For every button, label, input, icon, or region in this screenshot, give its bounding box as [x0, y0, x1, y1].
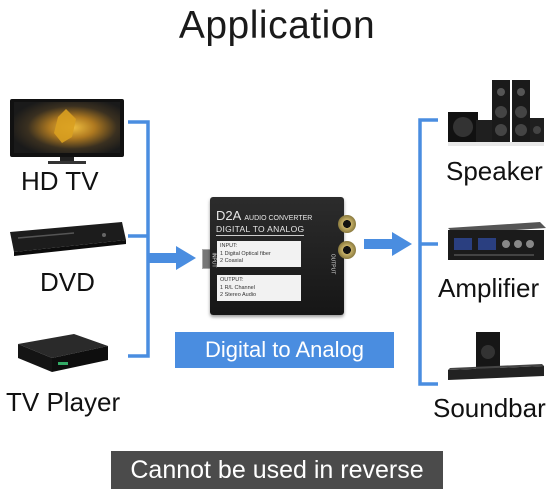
soundbar-icon [446, 330, 546, 382]
rca-jack-bottom [338, 241, 356, 259]
output-bracket [364, 118, 438, 386]
input-side-label: INPUT [210, 252, 217, 268]
tv-box-icon [14, 330, 110, 380]
input-label-tv-player: TV Player [6, 387, 121, 417]
output-side-label: OUTPUT [329, 253, 336, 275]
d2a-converter: D2A Audio Converter DIGITAL TO ANALOG IN… [196, 197, 358, 315]
reverse-warning-banner: Cannot be used in reverse [111, 451, 443, 489]
converter-brand: D2A Audio Converter [216, 208, 313, 223]
converter-model: DIGITAL TO ANALOG [216, 224, 305, 236]
output-label-amplifier: Amplifier [438, 273, 540, 303]
page-title: Application [178, 4, 376, 47]
input-label-hd-tv: HD TV [21, 166, 99, 196]
converter-output-panel: OUTPUT: 1 R/L Channel 2 Stereo Audio [217, 275, 301, 301]
rca-jack-top [338, 215, 356, 233]
dvd-player-icon [4, 218, 128, 256]
input-label-dvd: DVD [40, 267, 95, 297]
amplifier-icon [444, 220, 548, 264]
converter-input-panel: INPUT: 1 Digital Optical fiber 2 Coaxial [217, 241, 301, 267]
speaker-system-icon [446, 78, 546, 148]
hd-tv-icon [8, 97, 126, 165]
output-label-soundbar: Soundbar [433, 393, 546, 423]
output-label-speaker: Speaker [446, 156, 543, 186]
conversion-caption: Digital to Analog [175, 332, 394, 368]
input-bracket [128, 120, 196, 358]
